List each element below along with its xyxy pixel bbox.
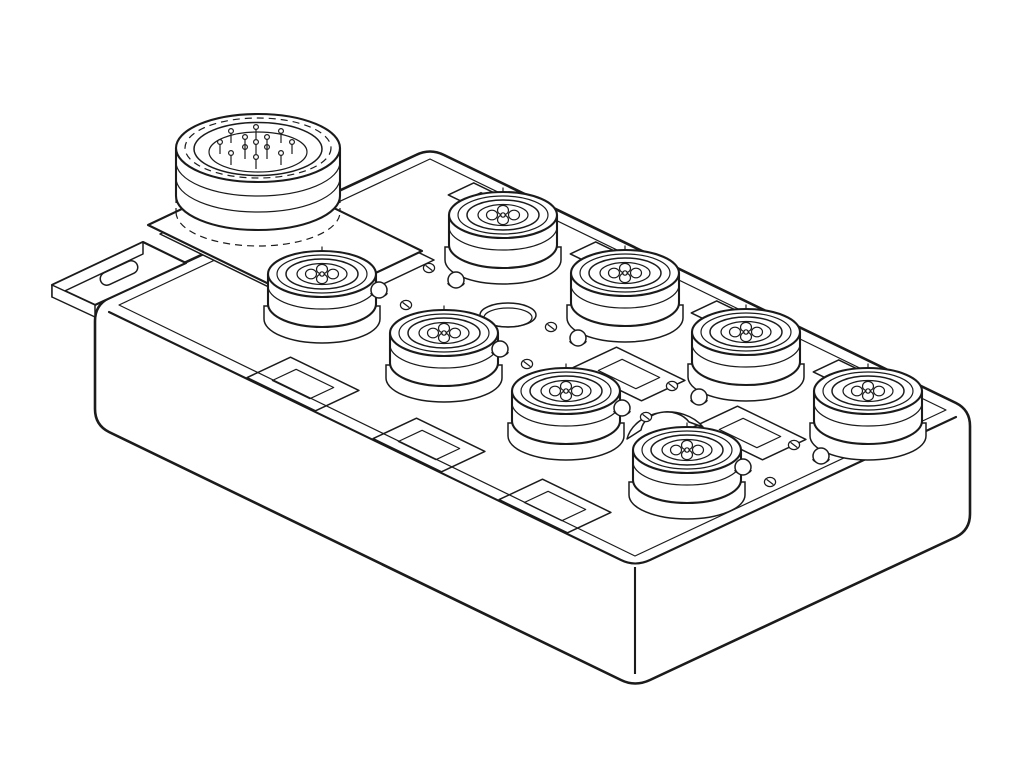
led-indicator-1	[447, 271, 465, 289]
m12-port-5	[262, 245, 382, 345]
m12-port-8	[627, 421, 747, 521]
led-indicator-4	[812, 447, 830, 465]
led-indicator-3	[690, 388, 708, 406]
screw-7	[665, 380, 679, 392]
m12-port-7	[506, 362, 626, 462]
led-indicator-5	[370, 281, 388, 299]
screw-5	[422, 262, 436, 274]
m12-port-6	[384, 304, 504, 404]
led-indicator-6	[491, 340, 509, 358]
m23-hidden-base	[175, 196, 341, 247]
m12-port-1	[443, 186, 563, 286]
mounting-slot	[99, 260, 139, 286]
screw-1	[399, 299, 413, 311]
screw-3	[639, 411, 653, 423]
screw-6	[544, 321, 558, 333]
screw-2	[520, 358, 534, 370]
led-indicator-2	[569, 329, 587, 347]
screw-4	[763, 476, 777, 488]
screw-8	[787, 439, 801, 451]
m12-port-4	[808, 362, 928, 462]
m12-port-3	[686, 303, 806, 403]
led-indicator-7	[613, 399, 631, 417]
m12-port-2	[565, 244, 685, 344]
m23-rim	[174, 112, 342, 184]
mounting-flange	[50, 240, 188, 318]
led-indicator-8	[734, 458, 752, 476]
box-front-edges	[107, 310, 958, 565]
